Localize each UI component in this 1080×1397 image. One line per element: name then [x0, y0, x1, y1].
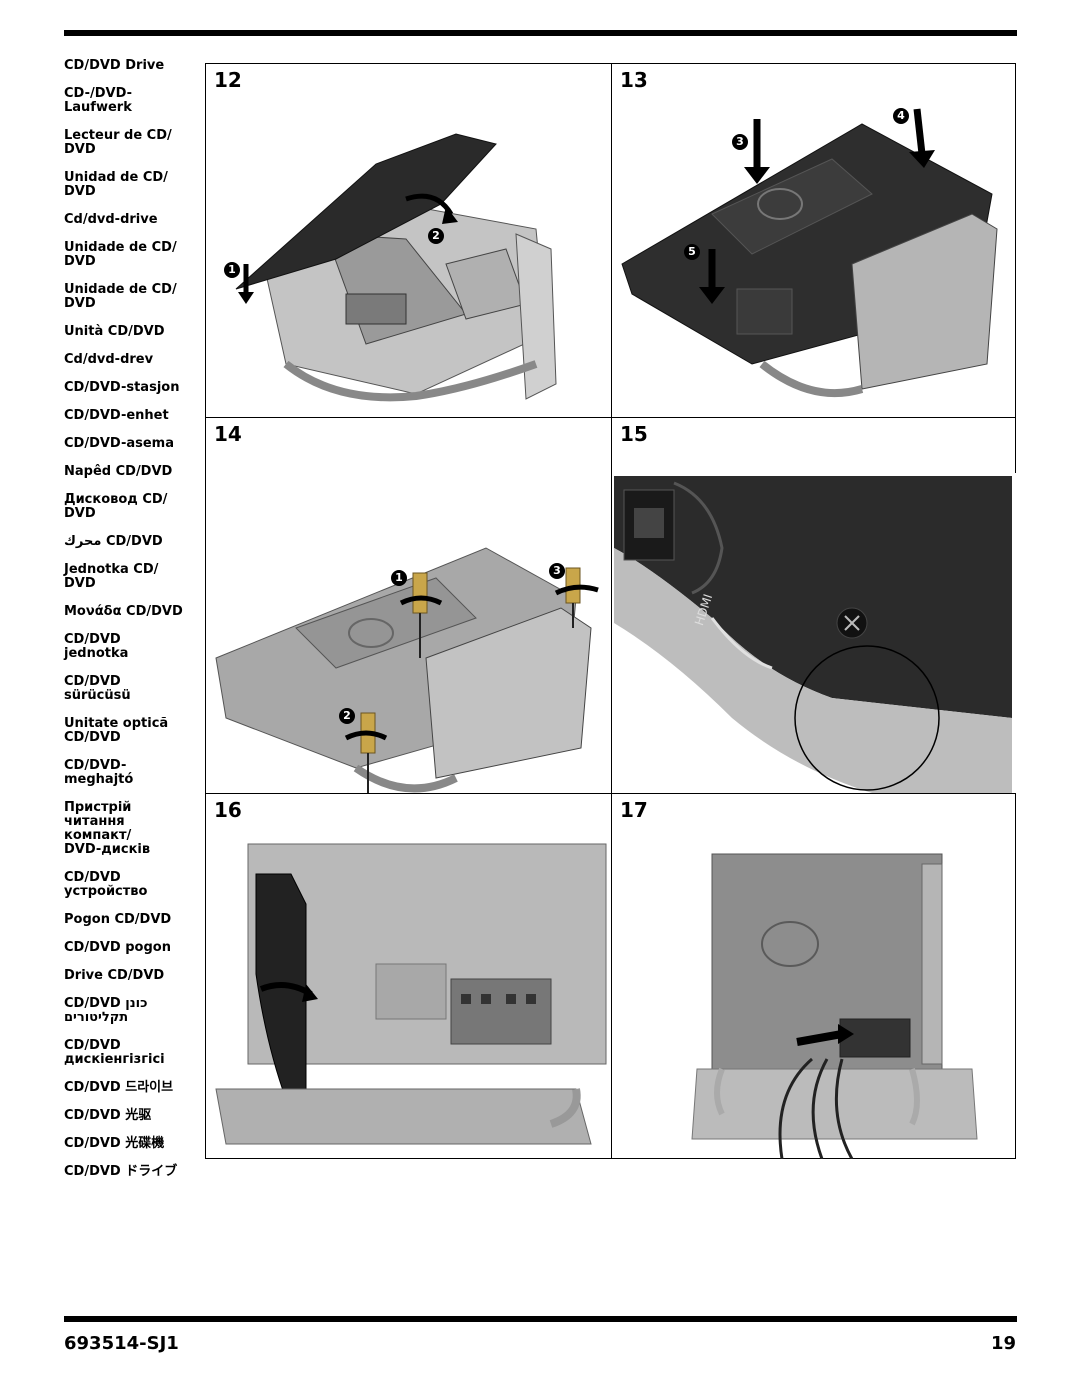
- step-17-panel: 17: [612, 794, 1017, 1159]
- callout-2: 2: [339, 708, 355, 724]
- language-item: CD/DVD pogon: [64, 940, 171, 955]
- grid-divider: [206, 793, 1015, 794]
- bottom-rule: [64, 1316, 1017, 1322]
- grid-divider: [611, 64, 612, 1158]
- step-number: 12: [214, 68, 242, 92]
- step-number: 15: [620, 422, 648, 446]
- step-16-panel: 16: [206, 794, 611, 1159]
- language-item: Пристрій читання компакт/ DVD-дисків: [64, 800, 151, 857]
- step-14-illustration: [215, 547, 599, 793]
- language-item: CD/DVD כונן תקליטורים: [64, 996, 148, 1025]
- step-grid: 12 1 2 13: [205, 63, 1017, 1159]
- step-15-panel: 15 HDMI: [612, 418, 1017, 793]
- step-17-illustration: [691, 853, 978, 1159]
- step-12-panel: 12 1 2: [206, 64, 611, 417]
- language-item: Unidad de CD/ DVD: [64, 170, 168, 199]
- language-item: CD/DVD-asema: [64, 436, 175, 451]
- language-item: CD/DVD 光碟機: [64, 1136, 165, 1151]
- language-item: Unitate opticã CD/DVD: [64, 716, 169, 745]
- language-list: CD/DVD Drive CD-/DVD- Laufwerk Lecteur d…: [64, 59, 196, 1193]
- language-item: Pogon CD/DVD: [64, 912, 172, 927]
- step-15-illustration: [612, 473, 1017, 793]
- step-12-illustration: [235, 133, 557, 402]
- callout-5: 5: [684, 244, 700, 260]
- language-item: CD/DVD дискіенгізгісі: [64, 1038, 165, 1067]
- language-item: Unidade de CD/ DVD: [64, 240, 177, 269]
- step-14-panel: 14 1 2 3: [206, 418, 611, 793]
- language-item: Unità CD/DVD: [64, 324, 165, 339]
- step-number: 16: [214, 798, 242, 822]
- language-item: CD/DVD устройство: [64, 870, 148, 899]
- step-13-illustration: [621, 108, 998, 398]
- top-rule: [64, 30, 1017, 36]
- step-number: 13: [620, 68, 648, 92]
- language-item: Cd/dvd-drive: [64, 212, 158, 227]
- callout-1: 1: [391, 570, 407, 586]
- page-number: 19: [990, 1333, 1016, 1354]
- language-item: CD/DVD sürücüsü: [64, 674, 131, 703]
- step-13-panel: 13 3 4 5: [612, 64, 1017, 417]
- language-item: Drive CD/DVD: [64, 968, 165, 983]
- language-item: CD/DVD 光驱: [64, 1108, 152, 1123]
- callout-3: 3: [549, 563, 565, 579]
- language-item: CD/DVD-enhet: [64, 408, 169, 423]
- language-item: Jednotka CD/ DVD: [64, 562, 159, 591]
- callout-3: 3: [732, 134, 748, 150]
- grid-divider: [206, 417, 1015, 418]
- language-item: Дисковод CD/ DVD: [64, 492, 168, 521]
- language-item: CD/DVD ドライブ: [64, 1164, 178, 1179]
- step-number: 14: [214, 422, 242, 446]
- language-item: CD-/DVD- Laufwerk: [64, 86, 132, 115]
- document-number: 693514-SJ1: [64, 1333, 179, 1354]
- language-item: Lecteur de CD/ DVD: [64, 128, 172, 157]
- language-item: Napêd CD/DVD: [64, 464, 173, 479]
- language-item: CD/DVD jednotka: [64, 632, 129, 661]
- callout-2: 2: [428, 228, 444, 244]
- language-item: Cd/dvd-drev: [64, 352, 154, 367]
- language-item: Μονάδα CD/DVD: [64, 604, 183, 619]
- language-item: CD/DVD 드라이브: [64, 1080, 174, 1095]
- language-item: CD/DVD Drive: [64, 58, 165, 73]
- callout-4: 4: [893, 108, 909, 124]
- step-16-illustration: [215, 843, 607, 1145]
- language-item: CD/DVD- meghajtó: [64, 758, 134, 787]
- language-item: Unidade de CD/ DVD: [64, 282, 177, 311]
- step-number: 17: [620, 798, 648, 822]
- callout-1: 1: [224, 262, 240, 278]
- language-item: محرك CD/DVD: [64, 534, 163, 549]
- language-item: CD/DVD-stasjon: [64, 380, 180, 395]
